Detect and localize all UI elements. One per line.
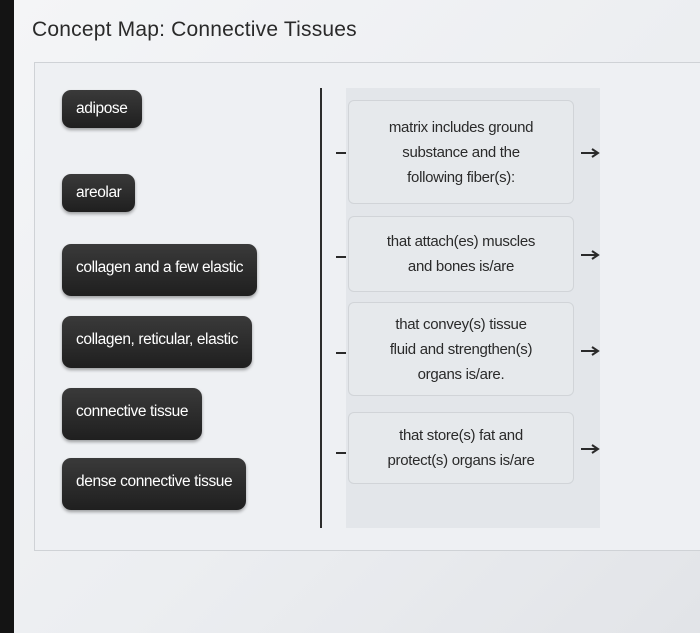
arrow-right-icon (581, 148, 600, 158)
arrow-right-icon (581, 250, 600, 260)
statement-box-3: that convey(s) tissue fluid and strength… (348, 302, 574, 396)
arrow-right-icon (581, 346, 600, 356)
statement-box-4: that store(s) fat and protect(s) organs … (348, 412, 574, 484)
statement-text: that attach(es) muscles and bones is/are (386, 233, 536, 275)
page-title: Concept Map: Connective Tissues (32, 18, 357, 41)
screen: Concept Map: Connective Tissues adipose … (14, 0, 700, 633)
drop-slot-4[interactable] (336, 452, 346, 454)
statement-text: matrix includes ground substance and the… (388, 118, 534, 186)
arrow-right-icon (581, 444, 600, 454)
statement-box-2: that attach(es) muscles and bones is/are (348, 216, 574, 292)
statement-box-1: matrix includes ground substance and the… (348, 100, 574, 204)
map-divider-line (320, 88, 322, 528)
chip-collagen-few-elastic[interactable]: collagen and a few elastic (62, 244, 258, 296)
chip-collagen-reticular-elastic[interactable]: collagen, reticular, elastic (62, 316, 252, 368)
chip-areolar[interactable]: areolar (62, 174, 136, 212)
chip-adipose[interactable]: adipose (62, 90, 142, 128)
drop-slot-2[interactable] (336, 256, 346, 258)
chip-dense-connective-tissue[interactable]: dense connective tissue (62, 458, 247, 510)
chip-connective-tissue[interactable]: connective tissue (62, 388, 203, 440)
statement-text: that convey(s) tissue fluid and strength… (389, 315, 533, 383)
statement-text: that store(s) fat and protect(s) organs … (387, 427, 535, 469)
drop-slot-1[interactable] (336, 152, 346, 154)
drop-slot-3[interactable] (336, 352, 346, 354)
